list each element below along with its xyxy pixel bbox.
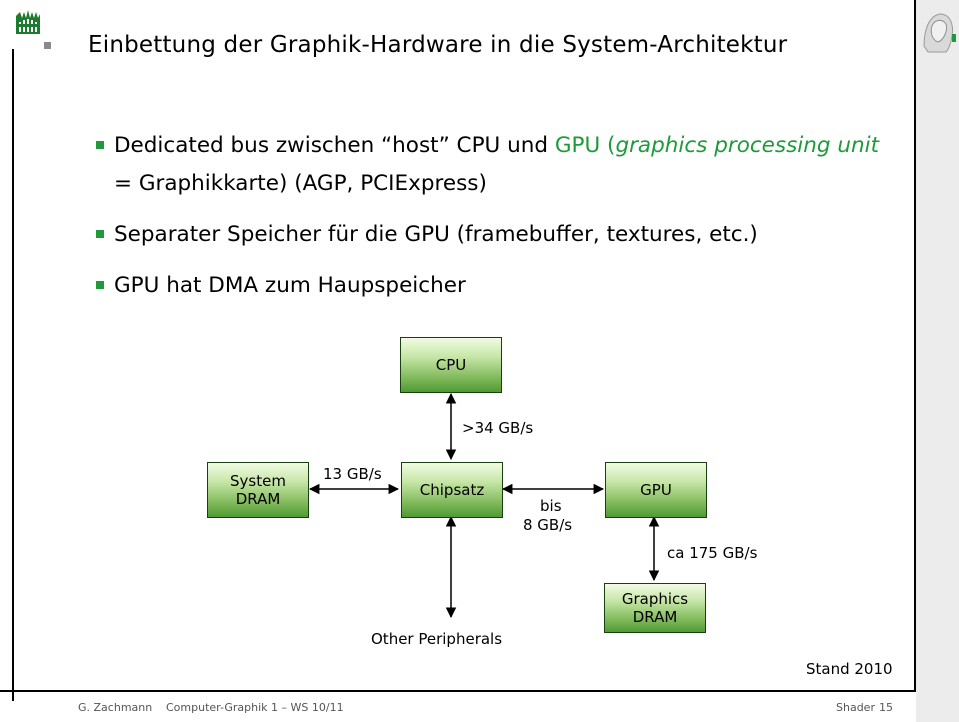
- slide-title: Einbettung der Graphik-Hardware in die S…: [88, 32, 788, 58]
- bullet-item: Dedicated bus zwischen “host” CPU und GP…: [96, 127, 896, 203]
- bullet-text: GPU hat DMA zum Haupspeicher: [114, 273, 466, 298]
- bullet-item: GPU hat DMA zum Haupspeicher: [96, 267, 896, 305]
- gpu-link-label-1: bis: [540, 497, 562, 515]
- gpu-box: GPU: [605, 462, 707, 518]
- other-peripherals-label: Other Peripherals: [371, 630, 503, 648]
- system-dram-box: System DRAM: [207, 462, 309, 518]
- stand-note: Stand 2010: [806, 660, 893, 678]
- bullet-text: Dedicated bus zwischen “host” CPU und: [114, 133, 555, 158]
- footer-section: Shader: [836, 701, 875, 714]
- bullet-list: Dedicated bus zwischen “host” CPU und GP…: [96, 127, 896, 318]
- cpu-link-label: >34 GB/s: [462, 419, 534, 437]
- cpu-box: CPU: [400, 337, 502, 393]
- bullet-item: Separater Speicher für die GPU (framebuf…: [96, 216, 896, 254]
- portrait-icon: [918, 6, 958, 54]
- dram-link-label: 13 GB/s: [323, 465, 382, 483]
- footer-course: Computer-Graphik 1 – WS 10/11: [166, 701, 344, 714]
- bullet-text: Separater Speicher für die GPU (framebuf…: [114, 222, 758, 247]
- university-logo-icon: [14, 10, 42, 36]
- graphics-dram-link-label: ca 175 GB/s: [667, 544, 758, 562]
- gpu-definition-term: graphics processing unit: [615, 133, 880, 158]
- gpu-link-label-2: 8 GB/s: [523, 516, 573, 534]
- chipsatz-box: Chipsatz: [401, 462, 503, 518]
- bottom-border: [0, 690, 916, 692]
- graphics-dram-box: Graphics DRAM: [604, 583, 706, 633]
- bullet-text-continued: = Graphikkarte) (AGP, PCIExpress): [114, 171, 487, 196]
- footer-page-number: 15: [879, 701, 893, 714]
- footer-author: G. Zachmann: [78, 701, 153, 714]
- left-border: [12, 49, 14, 701]
- right-border: [914, 0, 916, 690]
- side-panel: [916, 0, 959, 722]
- gpu-term: GPU (: [554, 133, 616, 158]
- logo-square: [44, 42, 51, 49]
